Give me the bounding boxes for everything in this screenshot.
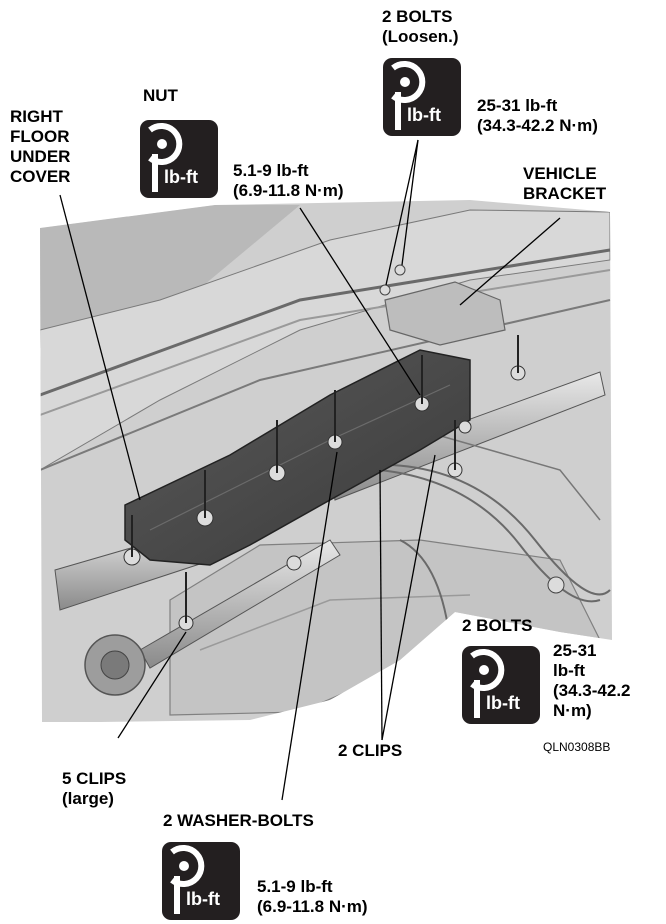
- wrench-glyph-icon: [170, 845, 205, 914]
- torque-unit-label: lb-ft: [486, 693, 520, 713]
- torque-unit-label: lb-ft: [164, 167, 198, 187]
- cover-label-2: FLOOR: [10, 127, 70, 146]
- bracket-label-2: BRACKET: [523, 184, 607, 203]
- bracket-label-1: VEHICLE: [523, 164, 597, 183]
- washer-torque-1: 5.1-9 lb-ft: [257, 877, 333, 896]
- nut-torque-1: 5.1-9 lb-ft: [233, 161, 309, 180]
- figure-code: QLN0308BB: [543, 740, 611, 754]
- wrench-glyph-icon: [470, 649, 505, 718]
- torque-wrench-icon: lb-ft: [383, 58, 461, 136]
- cover-label-3: UNDER: [10, 147, 71, 166]
- clips-large-label-2: (large): [62, 789, 114, 808]
- torque-wrench-icon: lb-ft: [162, 842, 240, 920]
- bolts-top-torque-2: (34.3-42.2 N·m): [477, 116, 598, 135]
- wrench-glyph-icon: [391, 61, 426, 130]
- cover-label-4: COVER: [10, 167, 71, 186]
- nut-title: NUT: [143, 86, 178, 105]
- clips-small-label: 2 CLIPS: [338, 741, 403, 760]
- torque-unit-label: lb-ft: [186, 889, 220, 909]
- bolts-right-torque-3: (34.3-42.2: [553, 681, 631, 700]
- cover-label-1: RIGHT: [10, 107, 63, 126]
- torque-wrench-icon: lb-ft: [140, 120, 218, 198]
- washer-bolts-label: 2 WASHER-BOLTS: [163, 811, 314, 830]
- bolts-right-torque-4: N·m): [553, 701, 592, 720]
- torque-unit-label: lb-ft: [407, 105, 441, 125]
- bolts-top-note: (Loosen.): [382, 27, 459, 46]
- bolts-right-title: 2 BOLTS: [462, 616, 533, 635]
- wrench-glyph-icon: [148, 123, 183, 192]
- nut-torque-2: (6.9-11.8 N·m): [233, 181, 344, 200]
- clips-large-label-1: 5 CLIPS: [62, 769, 127, 788]
- bolts-top-torque-1: 25-31 lb-ft: [477, 96, 558, 115]
- washer-torque-2: (6.9-11.8 N·m): [257, 897, 368, 916]
- torque-wrench-icon: lb-ft: [462, 646, 540, 724]
- bolts-top-title: 2 BOLTS: [382, 7, 453, 26]
- bolts-right-torque-2: lb-ft: [553, 661, 586, 680]
- bolts-right-torque-1: 25-31: [553, 641, 597, 660]
